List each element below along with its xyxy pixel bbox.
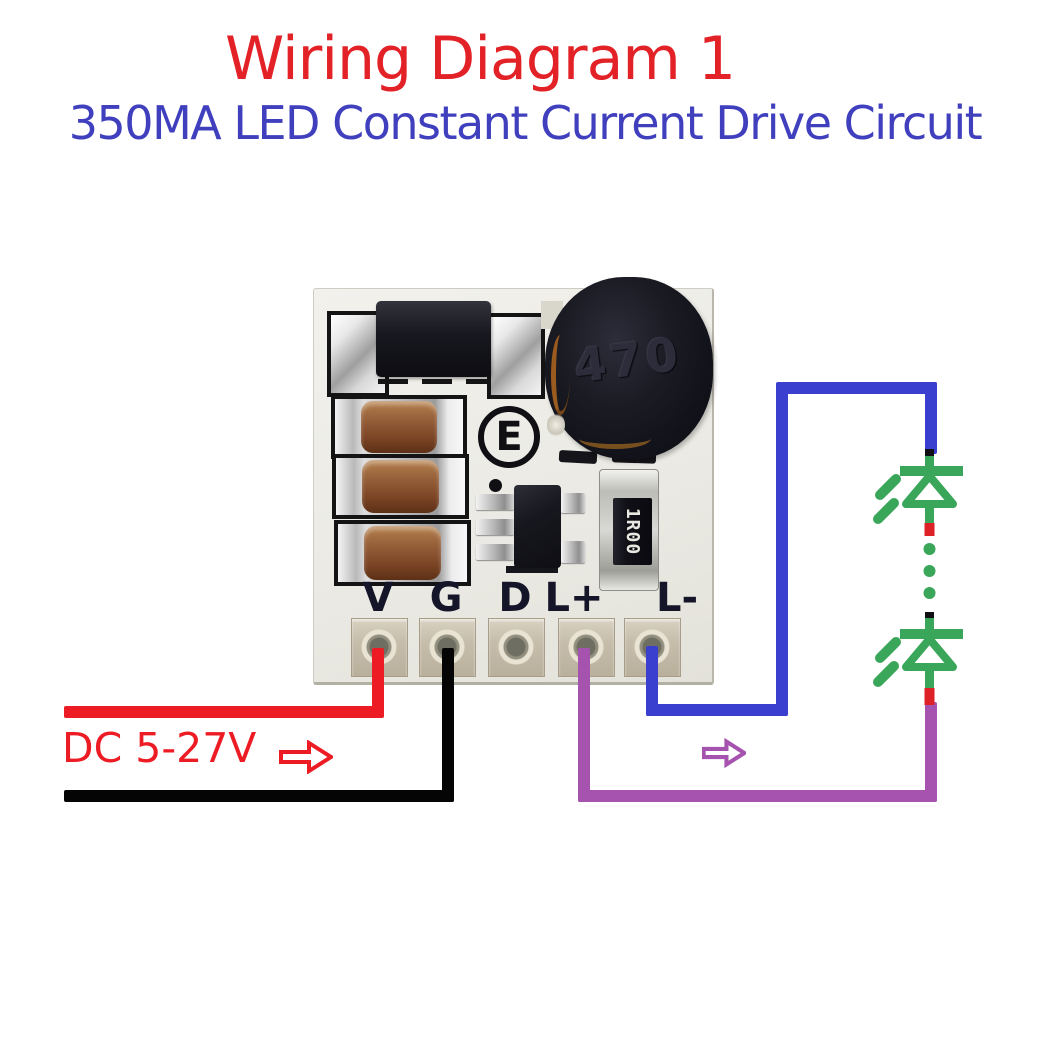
purple-wire-horizontal [578, 790, 937, 802]
blue-wire-vertical-right [925, 382, 937, 454]
emission-stroke-icon [875, 637, 901, 663]
blue-wire-horizontal-top [776, 382, 937, 394]
copper-winding-glint [579, 428, 651, 449]
capacitor-1 [331, 395, 467, 459]
purple-wire-vertical-right [925, 702, 937, 802]
inductor-value-label: 470 [571, 326, 685, 394]
cathode-tick [925, 449, 934, 458]
ic-pin [476, 519, 514, 535]
pin-label-l-minus: L- [655, 575, 699, 621]
smd-diode [376, 301, 491, 377]
inductor-terminal [558, 450, 598, 464]
purple-wire-vertical-left [578, 648, 590, 802]
ic-pin [561, 493, 585, 513]
cathode-tick [925, 612, 934, 620]
diode-pad-right [487, 313, 545, 399]
output-direction-arrow-icon [702, 737, 746, 769]
solder-glint [547, 413, 565, 437]
ic-silkscreen [506, 566, 558, 573]
led-symbol-1 [873, 449, 963, 536]
ic-pin1-marker [489, 479, 502, 492]
ic-pin [476, 544, 514, 560]
series-continuation-dots [923, 543, 936, 599]
power-inductor: 470 [545, 277, 713, 459]
diagram-subtitle: 350MA LED Constant Current Drive Circuit [68, 96, 983, 150]
ic-pin [476, 494, 514, 510]
capacitor-3 [334, 520, 471, 586]
pin-label-d: D [498, 575, 532, 621]
black-wire-vertical [442, 648, 454, 802]
blue-wire-horizontal-low [646, 704, 788, 716]
black-wire-horizontal [64, 790, 454, 802]
led-driver-board: E 470 1R00 V G D L+ L- [313, 277, 714, 685]
emission-stroke-icon [875, 474, 901, 500]
ic-pin [561, 541, 585, 563]
pin-label-v: V [362, 575, 394, 621]
red-wire-horizontal [64, 706, 383, 718]
pad-d [488, 618, 545, 677]
blue-wire-vertical-pad [646, 646, 658, 716]
red-wire-vertical [372, 648, 384, 718]
diode-silkscreen [378, 379, 490, 384]
led-symbol-2 [873, 612, 963, 705]
capacitor-2 [332, 454, 469, 519]
pad-hole [498, 629, 534, 665]
led-string-symbol [873, 449, 963, 705]
driver-ic [514, 485, 561, 568]
brand-logo-e: E [478, 406, 540, 468]
diagram-title: Wiring Diagram 1 [224, 24, 736, 94]
input-direction-arrow-icon [279, 740, 333, 774]
blue-wire-vertical-mid [776, 384, 788, 716]
resistor-value-label: 1R00 [622, 507, 644, 556]
sense-resistor: 1R00 [599, 469, 659, 591]
emission-stroke-icon [873, 498, 899, 524]
emission-stroke-icon [873, 661, 899, 687]
pin-label-g: G [429, 575, 463, 621]
pin-label-l-plus: L+ [544, 575, 604, 621]
input-voltage-label: DC 5-27V [62, 724, 257, 772]
copper-winding-glint [551, 335, 570, 415]
